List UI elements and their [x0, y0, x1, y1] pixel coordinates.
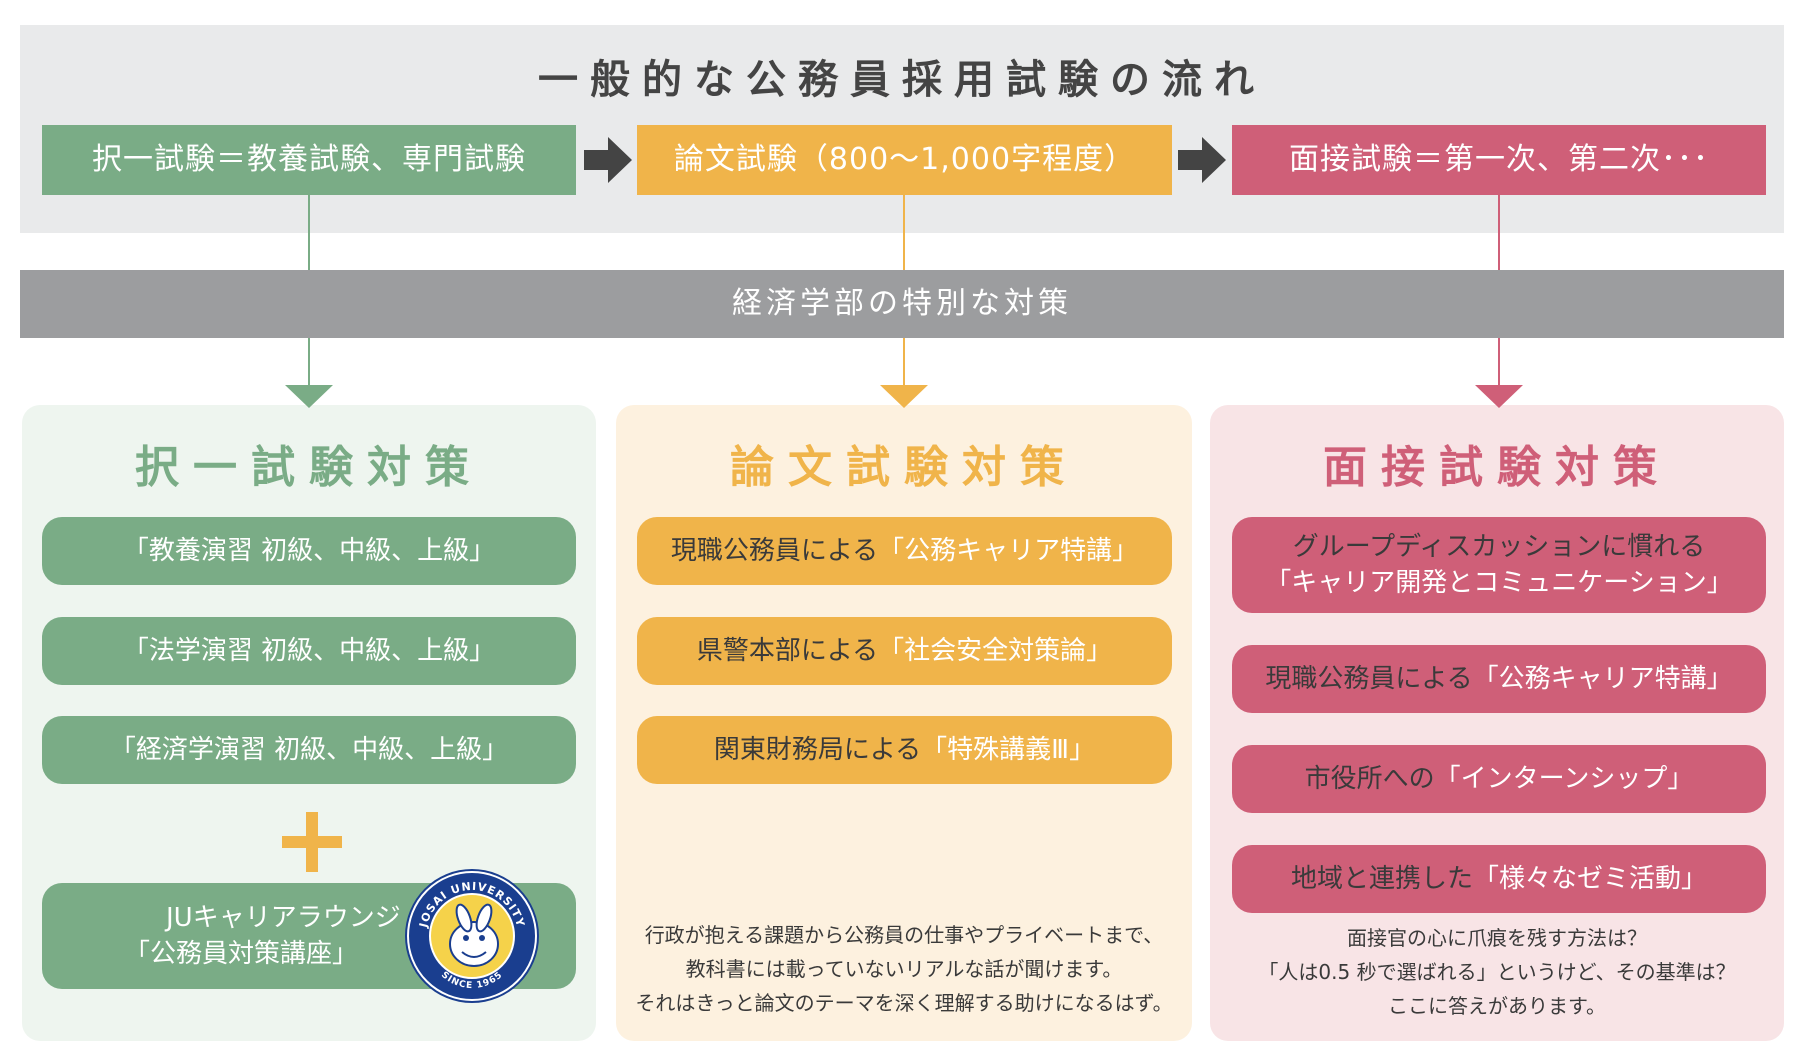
plus-icon [282, 812, 342, 872]
list-item: 「経済学演習 初級、中級、上級」 [42, 716, 576, 784]
item-prefix: 県警本部による [696, 636, 879, 666]
note-line: 面接官の心に爪痕を残す方法は？ [1347, 926, 1647, 950]
list-item: 「法学演習 初級、中級、上級」 [42, 617, 576, 685]
item-quote: 「特殊講義Ⅲ」 [921, 735, 1096, 765]
panel-title: 択一試験対策 [135, 442, 483, 493]
list-item: 市役所への「インターンシップ」 [1232, 745, 1766, 813]
diagram-title: 一般的な公務員採用試験の流れ [538, 57, 1266, 103]
item-prefix: 関東財務局による [713, 735, 922, 765]
item-prefix: 市役所への [1304, 764, 1435, 794]
panel-title: 論文試験対策 [730, 442, 1078, 493]
item-quote: 「公務キャリア特講」 [878, 536, 1139, 566]
item-label: 「経済学演習 初級、中級、上級」 [109, 735, 509, 765]
item-prefix: 地域と連携した [1290, 864, 1473, 894]
stage-essay-exam: 論文試験（800～1,000字程度） [637, 125, 1172, 195]
item-quote: 「インターンシップ」 [1434, 764, 1694, 794]
interview-note: 面接官の心に爪痕を残す方法は？ 「人は0.5 秒で選ばれる」というけど、その基準… [1210, 921, 1784, 1023]
item-line: 「キャリア開発とコミュニケーション」 [1265, 568, 1733, 598]
note-line: 行政が抱える課題から公務員の仕事やプライベートまで、 [644, 923, 1164, 947]
item-label: 「法学演習 初級、中級、上級」 [122, 636, 496, 666]
list-item: 県警本部による「社会安全対策論」 [637, 617, 1172, 685]
special-measures-bar: 経済学部の特別な対策 [20, 270, 1784, 338]
list-item: 地域と連携した「様々なゼミ活動」 [1232, 845, 1766, 913]
panel-title: 面接試験対策 [1323, 442, 1671, 493]
panel-interview-measures [1210, 405, 1784, 1041]
stage-multiple-choice-exam: 択一試験＝教養試験、専門試験 [42, 125, 576, 195]
note-line: それはきっと論文のテーマを深く理解する助けになるはず。 [635, 991, 1173, 1015]
arrow-right-icon [584, 137, 632, 183]
university-logo: JOSAI UNIVERSITY SINCE 1965 [405, 869, 539, 1003]
list-item: 「教養演習 初級、中級、上級」 [42, 517, 576, 585]
note-line: 「人は0.5 秒で選ばれる」というけど、その基準は？ [1258, 960, 1736, 984]
item-line: グループディスカッションに慣れる [1292, 532, 1706, 562]
item-label: 「公務員対策講座」 [124, 939, 359, 969]
arrow-right-icon [1178, 137, 1226, 183]
item-label: 「教養演習 初級、中級、上級」 [122, 536, 496, 566]
essay-note: 行政が抱える課題から公務員の仕事やプライベートまで、 教科書には載っていないリア… [616, 918, 1192, 1020]
list-item: グループディスカッションに慣れる 「キャリア開発とコミュニケーション」 [1232, 517, 1766, 613]
item-prefix: 現職公務員による [1265, 664, 1473, 694]
stage-interview-exam: 面接試験＝第一次、第二次･･･ [1232, 125, 1766, 195]
item-quote: 「公務キャリア特講」 [1472, 664, 1733, 694]
list-item: 現職公務員による「公務キャリア特講」 [1232, 645, 1766, 713]
item-quote: 「社会安全対策論」 [878, 636, 1113, 666]
note-line: 教科書には載っていないリアルな話が聞けます。 [685, 957, 1123, 981]
list-item: 現職公務員による「公務キャリア特講」 [637, 517, 1172, 585]
item-prefix: 現職公務員による [670, 536, 879, 566]
item-quote: 「様々なゼミ活動」 [1473, 864, 1708, 894]
item-label: JUキャリアラウンジ [166, 903, 401, 933]
list-item: 関東財務局による「特殊講義Ⅲ」 [637, 716, 1172, 784]
note-line: ここに答えがあります。 [1388, 994, 1606, 1018]
